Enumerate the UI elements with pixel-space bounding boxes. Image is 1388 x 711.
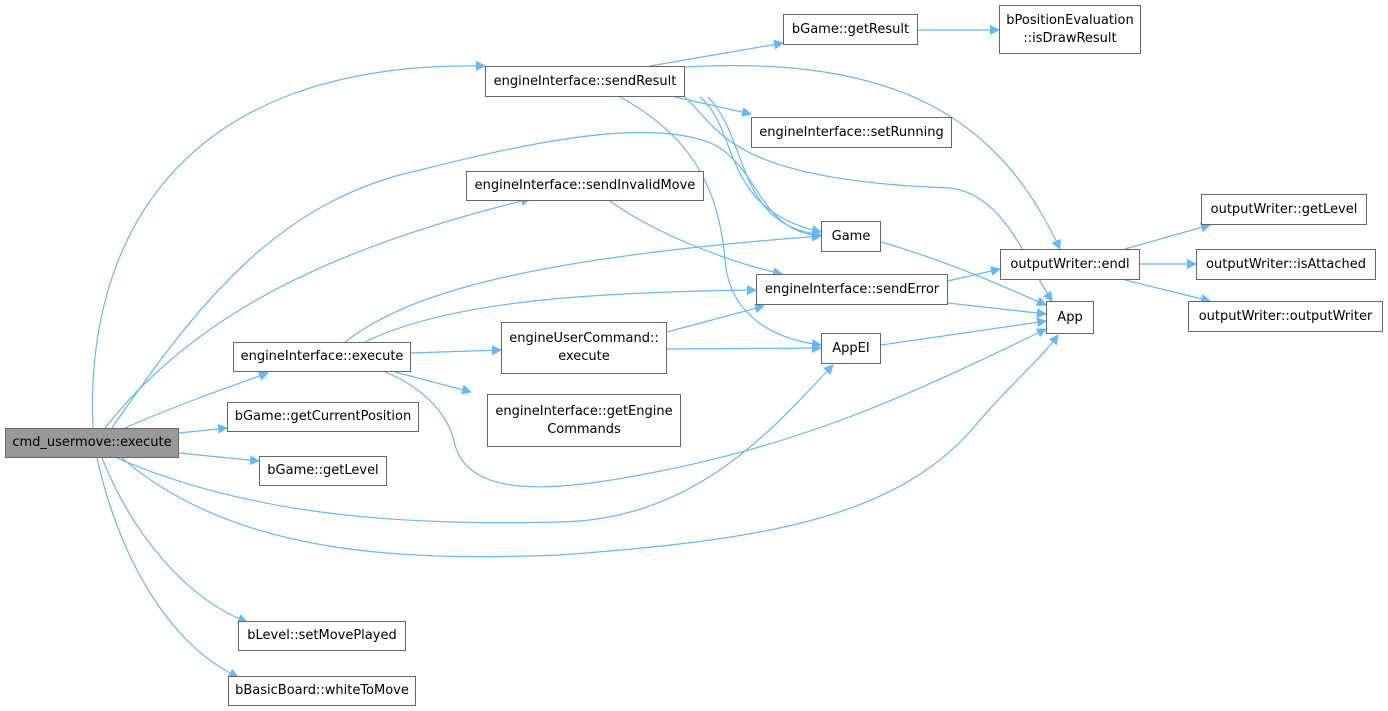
node-label: engineInterface::sendResult bbox=[493, 73, 677, 89]
edge-ei-execute-getenginecommands bbox=[394, 371, 472, 395]
edge-ei-execute-euc-execute bbox=[410, 345, 502, 356]
node-outputwriter-outputwriter[interactable]: outputWriter::outputWriter bbox=[1188, 301, 1383, 332]
edge-root-game bbox=[111, 131, 822, 429]
node-engineusercommand-execute[interactable]: engineUserCommand::execute bbox=[501, 322, 667, 374]
node-label-line1: bPositionEvaluation bbox=[1006, 12, 1134, 28]
edge-sendresult-game-2 bbox=[707, 96, 822, 239]
edge-root-sendinvalidmove bbox=[104, 196, 531, 429]
edge-endl-outputwriter bbox=[1124, 279, 1211, 304]
edge-euc-execute-appei bbox=[666, 343, 822, 354]
node-label: engineInterface::sendError bbox=[764, 281, 940, 297]
node-label: outputWriter::outputWriter bbox=[1198, 308, 1373, 324]
edge-root-app bbox=[121, 334, 1059, 558]
node-bgame-getlevel[interactable]: bGame::getLevel bbox=[259, 456, 387, 486]
node-label: App bbox=[1057, 309, 1083, 325]
edge-senderror-endl bbox=[947, 266, 1001, 282]
edge-sendresult-game-1 bbox=[699, 96, 822, 235]
node-label-line2: ::isDrawResult bbox=[1023, 30, 1117, 46]
node-label: bGame::getLevel bbox=[267, 463, 379, 478]
node-label: bBasicBoard::whiteToMove bbox=[235, 683, 409, 698]
node-engineinterface-setrunning[interactable]: engineInterface::setRunning bbox=[751, 117, 952, 148]
node-cmd-usermove-execute[interactable]: cmd_usermove::execute bbox=[5, 428, 179, 458]
node-outputwriter-isattached[interactable]: outputWriter::isAttached bbox=[1196, 249, 1376, 280]
node-label: engineInterface::setRunning bbox=[759, 124, 944, 140]
node-label: AppEI bbox=[832, 340, 870, 356]
edge-root-sendresult bbox=[91, 60, 486, 429]
node-label: bGame::getCurrentPosition bbox=[234, 409, 412, 424]
edge-ei-execute-senderror bbox=[364, 285, 757, 343]
node-blevel-setmoveplayed[interactable]: bLevel::setMovePlayed bbox=[238, 621, 406, 651]
node-label: Game bbox=[831, 228, 871, 244]
node-label: bGame::getResult bbox=[791, 21, 910, 37]
edge-sendresult-appei bbox=[619, 96, 822, 349]
node-label: outputWriter::getLevel bbox=[1210, 201, 1358, 217]
edge-sendresult-getresult bbox=[649, 39, 784, 67]
node-bgame-getcurrentposition[interactable]: bGame::getCurrentPosition bbox=[227, 402, 419, 432]
node-outputwriter-getlevel[interactable]: outputWriter::getLevel bbox=[1201, 194, 1367, 225]
node-bgame-getresult[interactable]: bGame::getResult bbox=[783, 14, 918, 45]
node-game[interactable]: Game bbox=[821, 221, 881, 252]
edge-sendinvalidmove-senderror bbox=[609, 200, 783, 277]
edge-root-getcurrentposition bbox=[178, 423, 228, 434]
edge-root-setmoveplayed bbox=[101, 457, 248, 624]
edge-senderror-app bbox=[947, 302, 1047, 318]
edge-sendresult-endl bbox=[684, 65, 1061, 250]
node-app[interactable]: App bbox=[1046, 301, 1094, 334]
edge-game-app bbox=[880, 241, 1047, 306]
node-label-line1: engineUserCommand:: bbox=[509, 331, 659, 346]
edge-root-ei-execute bbox=[124, 371, 269, 429]
node-bpositionevaluation-isdrawresult[interactable]: bPositionEvaluation::isDrawResult bbox=[999, 5, 1141, 54]
node-label: outputWriter::isAttached bbox=[1206, 256, 1366, 272]
node-appei[interactable]: AppEI bbox=[821, 333, 881, 364]
edge-root-appei bbox=[116, 364, 834, 524]
edge-euc-execute-senderror bbox=[666, 303, 765, 333]
node-engineinterface-sendinvalidmove[interactable]: engineInterface::sendInvalidMove bbox=[466, 171, 704, 201]
node-engineinterface-sendresult[interactable]: engineInterface::sendResult bbox=[485, 66, 685, 97]
edge-root-whitetomove bbox=[96, 457, 239, 678]
node-label: cmd_usermove::execute bbox=[12, 435, 172, 450]
edge-ei-execute-app bbox=[384, 328, 1047, 488]
node-label-line2: Commands bbox=[547, 421, 621, 437]
node-label: engineInterface::sendInvalidMove bbox=[474, 178, 696, 193]
edge-endl-ow-getlevel bbox=[1124, 222, 1211, 250]
node-outputwriter-endl[interactable]: outputWriter::endl bbox=[1000, 249, 1140, 280]
node-label: bLevel::setMovePlayed bbox=[247, 628, 397, 643]
edge-appei-app bbox=[880, 317, 1047, 346]
node-label: engineInterface::execute bbox=[240, 349, 404, 364]
node-engineinterface-senderror[interactable]: engineInterface::sendError bbox=[756, 274, 948, 305]
node-label-line1: engineInterface::getEngine bbox=[495, 403, 673, 419]
node-label: outputWriter::endl bbox=[1010, 256, 1130, 272]
node-engineinterface-execute[interactable]: engineInterface::execute bbox=[233, 342, 411, 372]
node-label-line2: execute bbox=[558, 349, 610, 364]
edge-root-getlevel bbox=[178, 452, 260, 466]
node-bbasicboard-whitetomove[interactable]: bBasicBoard::whiteToMove bbox=[228, 676, 416, 706]
edge-ei-execute-game bbox=[344, 231, 822, 343]
